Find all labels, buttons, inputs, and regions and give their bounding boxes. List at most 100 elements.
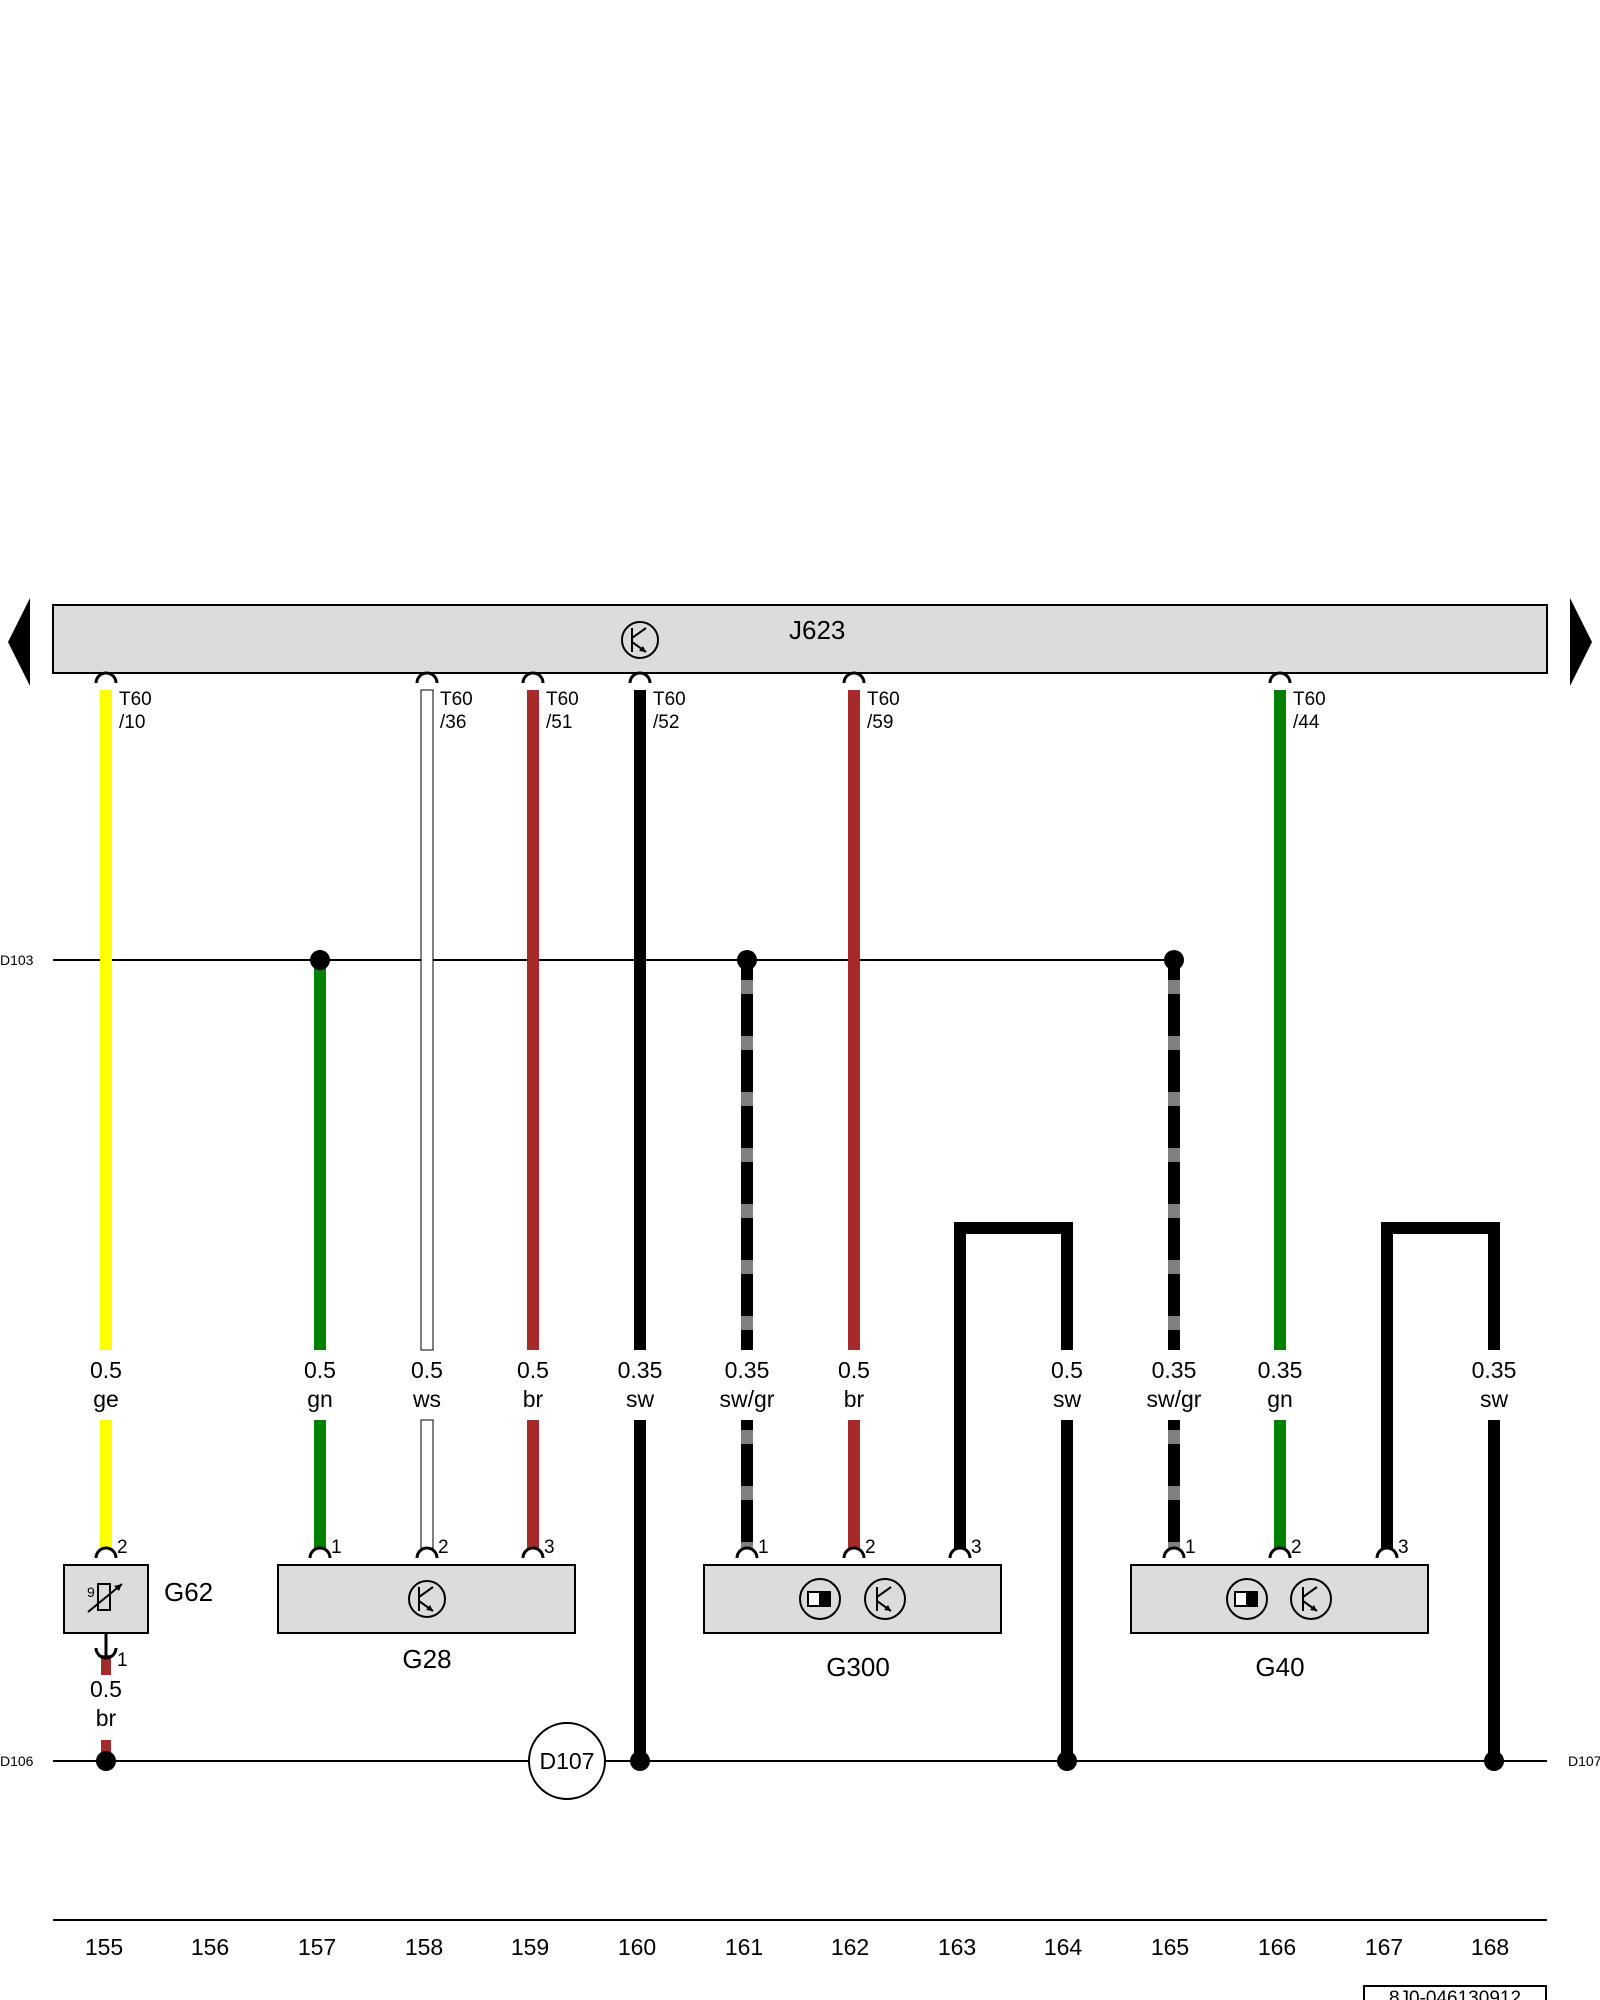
svg-text:D107: D107 — [1568, 1753, 1600, 1769]
svg-text:D103: D103 — [0, 952, 34, 968]
junction-dot — [1484, 1751, 1504, 1771]
junction-dot — [737, 950, 757, 970]
svg-text:/44: /44 — [1293, 712, 1320, 733]
column-number: 159 — [511, 1934, 549, 1960]
connector-pin: T60 /52 — [628, 671, 686, 733]
svg-text:/59: /59 — [867, 712, 893, 733]
svg-text:G28: G28 — [402, 1644, 451, 1674]
component-g28: 1 2 3 G28 — [277, 1537, 576, 1674]
svg-text:3: 3 — [971, 1537, 982, 1558]
svg-text:0.35: 0.35 — [618, 1357, 663, 1383]
svg-text:0.5: 0.5 — [1051, 1357, 1083, 1383]
svg-text:0.5: 0.5 — [304, 1357, 336, 1383]
svg-text:0.5: 0.5 — [838, 1357, 870, 1383]
connector-pin: T60 /10 — [94, 671, 152, 733]
wire-label: 0.35 sw — [1472, 1357, 1517, 1412]
svg-text:T60: T60 — [1293, 689, 1326, 710]
wire-label: 0.35 gn — [1258, 1357, 1303, 1412]
component-g62: 2 9 1 G62 — [63, 1537, 213, 1671]
hall-sensor-icon — [408, 1580, 446, 1618]
svg-text:T60: T60 — [867, 689, 900, 710]
svg-text:T60: T60 — [119, 689, 152, 710]
column-number: 161 — [725, 1934, 763, 1960]
transistor-icon — [621, 621, 659, 659]
svg-text:D107: D107 — [540, 1748, 595, 1774]
column-number: 164 — [1044, 1934, 1083, 1960]
component-g300: 1 2 3 G300 — [703, 1537, 1002, 1682]
column-number: 162 — [831, 1934, 869, 1960]
svg-text:sw: sw — [626, 1386, 655, 1412]
column-number: 167 — [1365, 1934, 1403, 1960]
column-number: 163 — [938, 1934, 976, 1960]
wire-158 — [420, 689, 434, 1549]
column-number: 156 — [191, 1934, 229, 1960]
svg-text:0.5: 0.5 — [411, 1357, 443, 1383]
ground-point-d107: D107 — [528, 1722, 606, 1800]
svg-text:T60: T60 — [546, 689, 579, 710]
svg-text:G62: G62 — [164, 1577, 213, 1607]
wire-label: 0.5 ge — [90, 1357, 122, 1412]
svg-text:0.35: 0.35 — [1472, 1357, 1517, 1383]
next-page-arrow-icon[interactable] — [1570, 598, 1592, 686]
wire-label: 0.5 br — [517, 1357, 549, 1412]
junction-dot — [1164, 950, 1184, 970]
svg-text:sw/gr: sw/gr — [1147, 1386, 1202, 1412]
svg-text:gn: gn — [1267, 1386, 1293, 1412]
column-number: 157 — [298, 1934, 336, 1960]
svg-text:9: 9 — [87, 1584, 95, 1600]
svg-text:T60: T60 — [440, 689, 473, 710]
junction-dot — [1057, 1751, 1077, 1771]
connector-pin: T60 /44 — [1268, 671, 1326, 733]
column-number: 158 — [405, 1934, 443, 1960]
wire-label: 0.5 br — [90, 1676, 122, 1731]
svg-text:ws: ws — [412, 1386, 441, 1412]
svg-text:sw: sw — [1480, 1386, 1509, 1412]
control-unit-label: J623 — [789, 615, 845, 645]
svg-text:0.35: 0.35 — [1152, 1357, 1197, 1383]
connector-pin: T60 /59 — [842, 671, 900, 733]
magnet-sensor-icon — [1226, 1578, 1268, 1620]
connector-pin: T60 /51 — [521, 671, 579, 733]
svg-text:3: 3 — [1398, 1537, 1409, 1558]
bus-d106-d107: D106 D107 — [0, 1753, 1600, 1769]
svg-text:br: br — [96, 1705, 117, 1731]
svg-text:br: br — [523, 1386, 544, 1412]
wire-label: 0.5 sw — [1051, 1357, 1083, 1412]
svg-text:G300: G300 — [826, 1652, 890, 1682]
svg-text:/52: /52 — [653, 712, 679, 733]
thermistor-icon: 9 — [87, 1583, 123, 1613]
svg-text:1: 1 — [758, 1537, 769, 1558]
component-g40: 1 2 3 G40 — [1130, 1537, 1429, 1682]
svg-text:sw: sw — [1053, 1386, 1082, 1412]
svg-text:0.5: 0.5 — [90, 1676, 122, 1702]
wire-label: 0.5 br — [838, 1357, 870, 1412]
connector-pin: T60 /36 — [415, 671, 473, 733]
svg-text:2: 2 — [865, 1537, 876, 1558]
wire-label: 0.5 gn — [304, 1357, 336, 1412]
svg-text:8J0-046130912: 8J0-046130912 — [1389, 1988, 1521, 2000]
previous-page-arrow-icon[interactable] — [8, 598, 30, 686]
svg-text:G40: G40 — [1255, 1652, 1304, 1682]
svg-text:2: 2 — [1291, 1537, 1302, 1558]
svg-text:/51: /51 — [546, 712, 572, 733]
svg-text:0.5: 0.5 — [517, 1357, 549, 1383]
svg-text:1: 1 — [1185, 1537, 1196, 1558]
control-unit-j623: J623 — [52, 604, 1548, 674]
svg-text:br: br — [844, 1386, 865, 1412]
svg-text:2: 2 — [438, 1537, 449, 1558]
wire-label: 0.35 sw/gr — [720, 1357, 775, 1412]
wire-label: 0.35 sw/gr — [1147, 1357, 1202, 1412]
svg-text:1: 1 — [331, 1537, 342, 1558]
svg-text:gn: gn — [307, 1386, 333, 1412]
wire-label: 0.5 ws — [411, 1357, 443, 1412]
wire-163-164 — [954, 1222, 1073, 1761]
column-number: 160 — [618, 1934, 656, 1960]
svg-text:/10: /10 — [119, 712, 145, 733]
column-number: 166 — [1258, 1934, 1296, 1960]
svg-text:T60: T60 — [653, 689, 686, 710]
column-number: 165 — [1151, 1934, 1189, 1960]
hall-sensor-icon — [1290, 1578, 1332, 1620]
bus-d103: D103 — [0, 952, 1175, 968]
svg-text:0.35: 0.35 — [725, 1357, 770, 1383]
